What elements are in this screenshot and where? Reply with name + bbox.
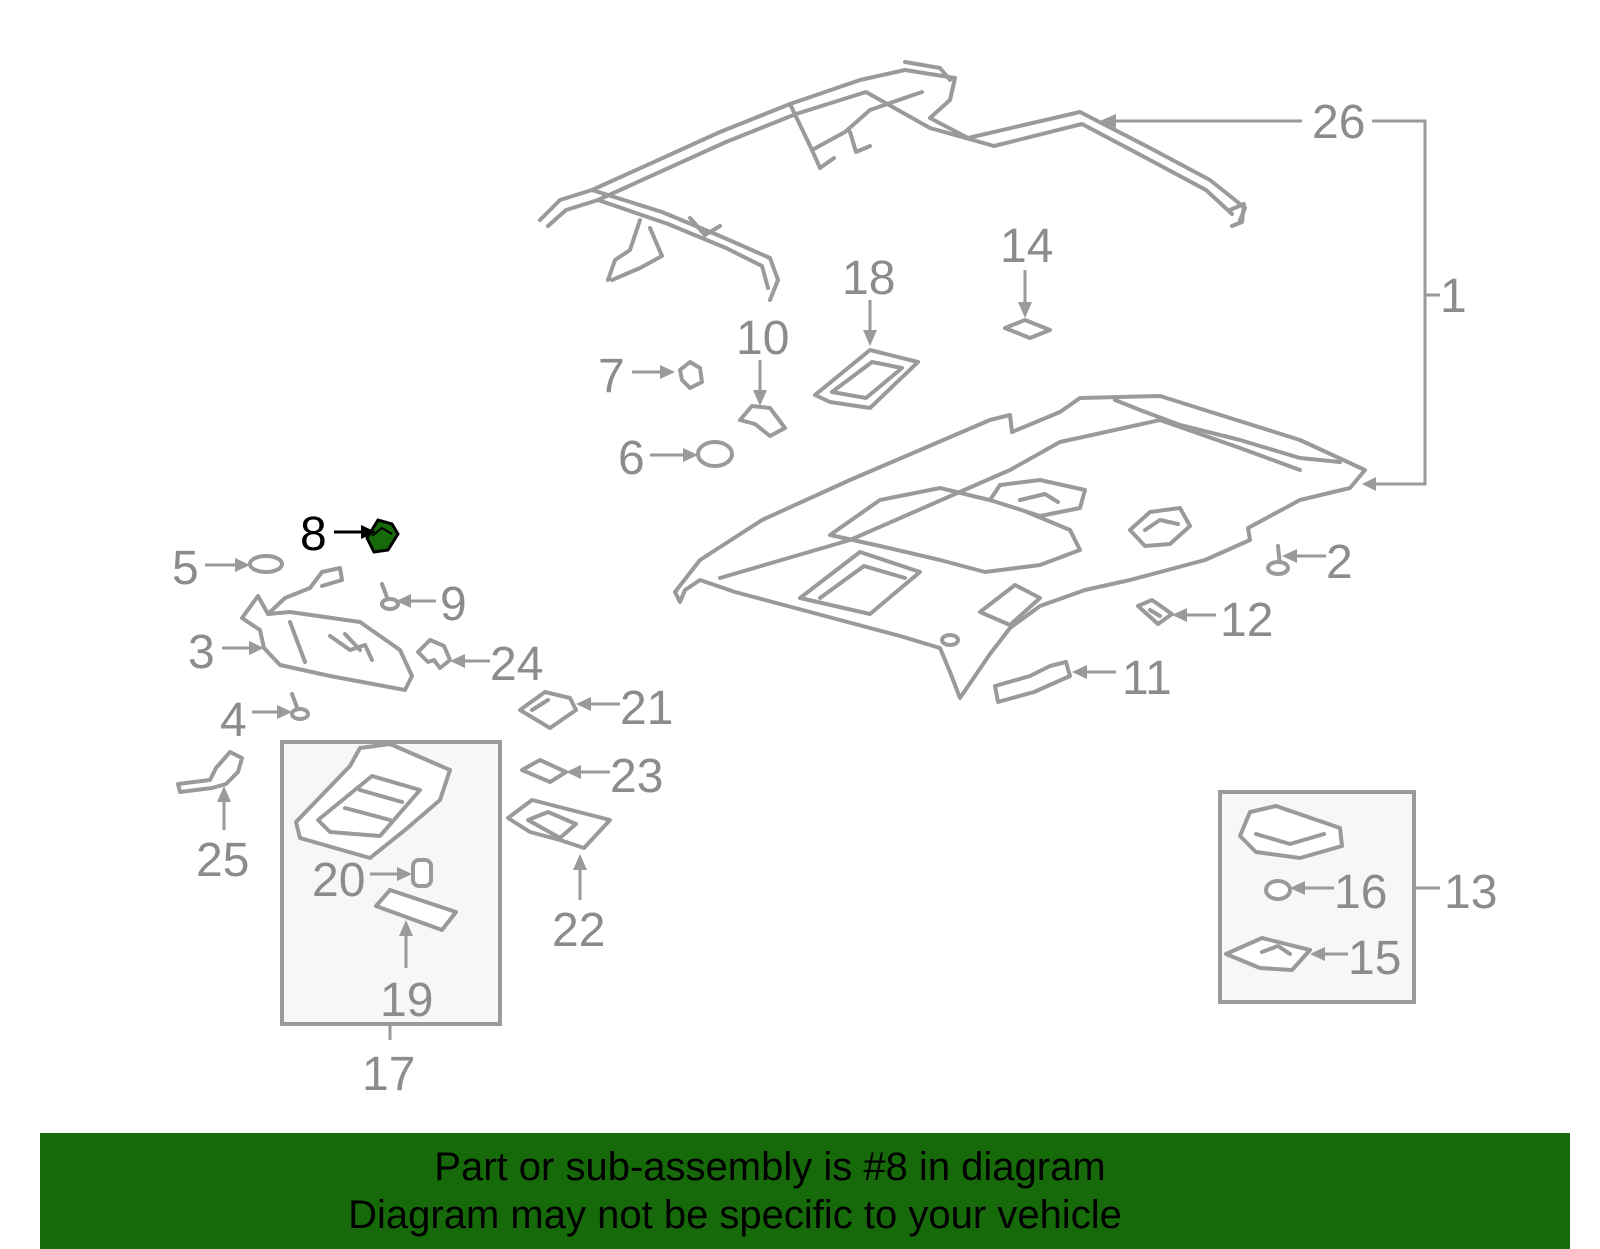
callout-14: 14: [1000, 220, 1053, 273]
part-14: 14: [1000, 220, 1053, 340]
part-24: 24: [416, 638, 543, 691]
callout-23: 23: [610, 750, 663, 803]
callout-26-group: 26 1: [1100, 96, 1467, 491]
callout-16: 16: [1334, 866, 1387, 919]
callout-13: 13: [1444, 866, 1497, 919]
kit-17-box: 20 19 17: [280, 740, 502, 1101]
part-3-sun-visor: 3: [188, 566, 414, 692]
part-2: 2: [1266, 536, 1353, 589]
callout-22: 22: [552, 904, 605, 957]
part-26-roof-frame: [538, 60, 1247, 302]
callout-19: 19: [380, 974, 433, 1027]
callout-9: 9: [440, 578, 467, 631]
callout-24: 24: [490, 638, 543, 691]
part-6: 6: [618, 432, 734, 485]
callout-10: 10: [736, 312, 789, 365]
callout-11: 11: [1122, 652, 1172, 705]
callout-3: 3: [188, 626, 215, 679]
part-12: 12: [1136, 594, 1273, 647]
part-22: 22: [506, 798, 612, 957]
callout-5: 5: [172, 542, 199, 595]
part-8-highlighted: 8: [300, 508, 400, 561]
part-11: 11: [993, 652, 1172, 705]
part-7: 7: [598, 350, 704, 403]
callout-26: 26: [1312, 96, 1365, 149]
callout-4: 4: [220, 694, 247, 747]
part-1-headliner: [673, 394, 1367, 700]
callout-25: 25: [196, 834, 249, 887]
banner-line-part: Part or sub-assembly is #8 in diagram: [434, 1145, 1106, 1189]
callout-17: 17: [362, 1048, 415, 1101]
info-banner: Part or sub-assembly is #8 in diagram Di…: [40, 1133, 1570, 1249]
callout-6: 6: [618, 432, 645, 485]
callout-18: 18: [842, 252, 895, 305]
callout-2: 2: [1326, 536, 1353, 589]
part-18: 18: [813, 252, 920, 410]
callout-20: 20: [312, 854, 365, 907]
callout-21: 21: [620, 682, 673, 735]
part-9: 9: [380, 578, 467, 631]
part-21: 21: [518, 682, 673, 735]
callout-12: 12: [1220, 594, 1273, 647]
banner-line-disclaimer: Diagram may not be specific to your vehi…: [348, 1193, 1122, 1237]
part-23: 23: [520, 750, 663, 803]
part-5: 5: [172, 542, 284, 595]
kit-13-box: 16 15 13: [1218, 790, 1497, 1004]
callout-8: 8: [300, 508, 327, 561]
part-25: 25: [176, 750, 249, 887]
callout-7: 7: [598, 350, 625, 403]
part-10: 10: [736, 312, 789, 438]
part-4: 4: [220, 692, 310, 747]
callout-1: 1: [1440, 270, 1467, 323]
callout-15: 15: [1348, 932, 1401, 985]
